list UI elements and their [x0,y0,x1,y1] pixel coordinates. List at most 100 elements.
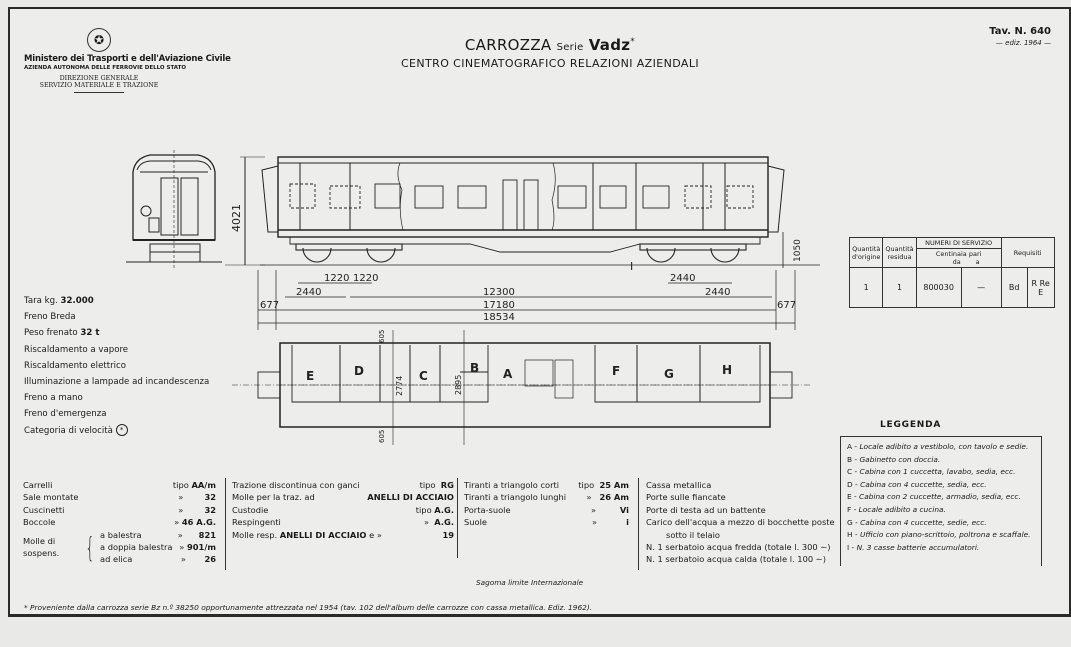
dim-overhang-right: 677 [777,300,796,311]
battery-marker: I [630,260,633,273]
plan-view [232,330,810,445]
comp-row: Tiranti a triangolo lunghi» 26 Am [464,492,629,503]
feature-item: sotto il telaio [666,529,720,540]
dim-body-length: 17180 [483,300,515,311]
cell-qty-residual: 1 [882,267,917,308]
brace: { [85,530,95,564]
feature-item: N. 1 serbatoio acqua calda (totale l. 10… [646,554,826,565]
column-divider [638,478,639,570]
dim-wheelbase-right-upper: 2440 [670,273,695,284]
dim-bogie-centers: 12300 [483,287,515,298]
ministry-header: ✪ Ministero dei Trasporti e dell'Aviazio… [24,28,231,93]
comp-row: a doppia balestra» 901/m [100,542,216,553]
svg-text:E: E [306,369,314,383]
height-dimension [225,156,265,266]
legend-item: I - N. 3 casse batterie accumulatori. [847,542,980,552]
svg-text:B: B [470,361,479,375]
title-asterisk: * [630,37,636,47]
end-view [126,150,222,270]
dim-margin-bottom: 605 [378,430,386,443]
comp-row: Porta-suole» Vi [464,504,629,515]
spec-tara: Tara kg. 32.000 [24,296,94,306]
svg-text:F: F [612,364,620,378]
dim-plan-offset: 2895 [454,375,463,395]
spec-illuminazione: Illuminazione a lampade ad incandescenza [24,377,210,388]
dim-plan-width: 2774 [395,376,404,396]
general-specs: Tara kg. 32.000 Freno Breda Peso frenato… [24,293,209,439]
legend-item: A - Locale adibito a vestibolo, con tavo… [847,442,1029,451]
svg-text:H: H [722,363,732,377]
svg-text:A: A [503,367,513,381]
tavola-edition: — ediz. 1964 — [995,39,1051,47]
comp-row: Sale montate» 32 [23,492,216,503]
comp-row: Cuscinetti» 32 [23,504,216,515]
feature-item: Porte di testa ad un battente [646,504,766,515]
dim-bogie-half-b: 1220 [353,273,378,284]
serie-value: Vadz [588,36,631,54]
spec-peso-frenato: Peso frenato 32 t [24,328,100,339]
service-name: SERVIZIO MATERIALE E TRAZIONE [39,82,159,89]
comp-row: a balestra» 821 [100,529,216,540]
legend: A - Locale adibito a vestibolo, con tavo… [840,436,1042,566]
legend-item: F - Locale adibito a cucina. [847,504,946,514]
feature-item: Carico dell'acqua a mezzo di bocchette p… [646,517,835,528]
column-divider [457,478,458,558]
spec-risc-vapore: Riscaldamento a vapore [24,344,129,355]
comp-row: Suole» i [464,517,629,528]
spec-risc-elettrico: Riscaldamento elettrico [24,360,127,371]
cell-from: 800030 [915,267,962,308]
comp-row: ad elica» 26 [100,554,216,565]
dim-wheelbase-left: 2440 [296,287,321,298]
legend-item: E - Cabina con 2 cuccette, armadio, sedi… [847,492,1021,502]
molle-sospensione: Molle di sospens. { a balestra» 821 a do… [23,529,216,565]
page-subtitle: CENTRO CINEMATOGRAFICO RELAZIONI AZIENDA… [400,57,700,70]
cell-req2: R Re E [1026,267,1055,308]
spec-freno-emergenza: Freno d'emergenza [24,409,107,420]
tavola-number: Tav. N. 640 [989,26,1051,37]
feature-item: Cassa metallica [646,480,712,490]
comp-row: Respingenti» A.G. [232,517,454,528]
room-labels: E D C B A F G H [306,361,732,383]
serie-label: Serie [556,42,584,53]
dim-length-over-buffers: 18534 [483,312,515,323]
title-prefix: CARROZZA [464,36,552,54]
comp-row: Molle resp. ANELLI DI ACCIAIO e »19 [232,529,454,540]
dim-height-total: 4021 [230,204,243,232]
agency-name: AZIENDA AUTONOMA DELLE FERROVIE DELLO ST… [24,65,187,71]
legend-item: G - Cabina con 4 cuccette, sedie, ecc. [847,517,987,527]
direction-name: DIREZIONE GENERALE [59,75,139,82]
spec-categoria-velocita: Categoria di velocità * [24,423,209,439]
dim-overhang-left: 677 [260,300,279,311]
dimension-lines [257,270,796,330]
components-col4: Cassa metallica Porte sulle fiancate Por… [646,479,835,566]
page-title: CARROZZA Serie Vadz* CENTRO CINEMATOGRAF… [360,36,740,70]
legend-item: C - Cabina con 1 cuccetta, lavabo, sedia… [847,467,1016,477]
dim-bogie-half-a: 1220 [324,273,349,284]
footnote: * Proveniente dalla carrozza serie Bz n.… [24,603,593,612]
speed-category-icon: * [115,424,128,437]
dim-wheelbase-right-lower: 2440 [705,287,730,298]
svg-text:D: D [354,364,364,378]
feature-item: Porte sulle fiancate [646,492,726,503]
legend-item: D - Cabina con 4 cuccette, sedia, ecc. [847,479,987,489]
dim-floor-height: 1050 [793,239,803,262]
svg-text:C: C [419,369,428,383]
legend-item: H - Ufficio con piano-scrittoio, poltron… [847,530,1031,540]
column-divider [225,478,226,570]
drawing-sheet [8,7,1071,616]
legend-item: B - Gabinetto con doccia. [847,454,941,464]
side-view: I [260,156,820,273]
cell-to: — [960,267,1002,308]
dim-margin-top: 605 [378,330,386,343]
sagoma-note: Sagoma limite Internazionale [476,578,584,587]
